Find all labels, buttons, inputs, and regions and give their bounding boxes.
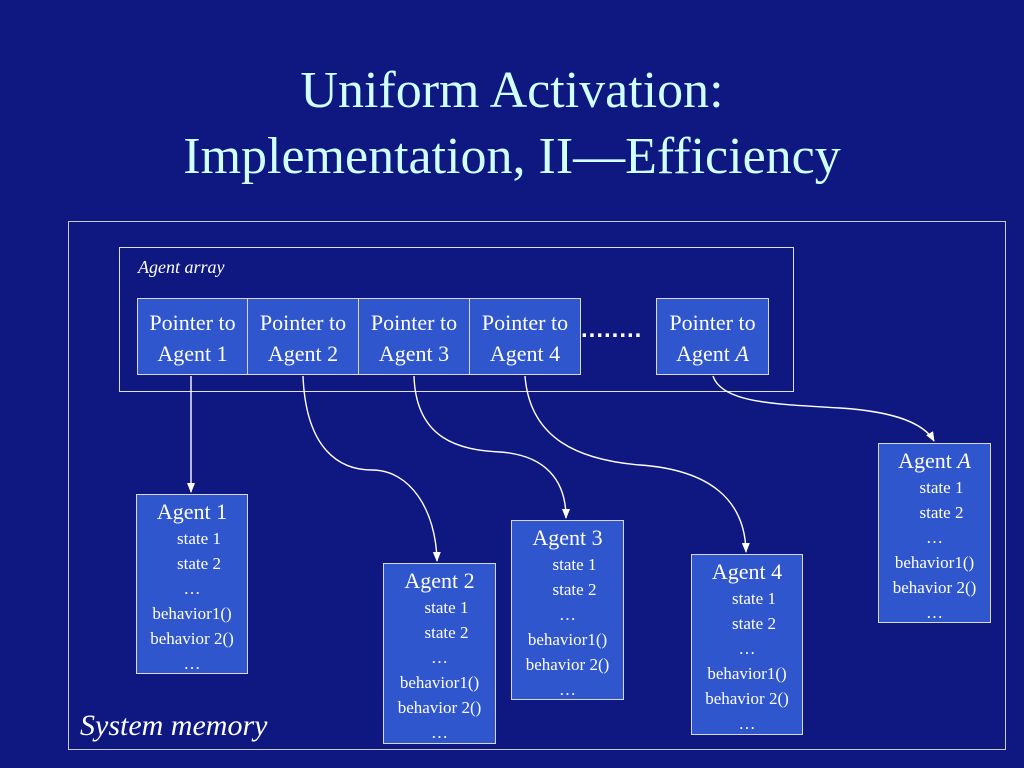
state-1: state 1: [424, 598, 469, 617]
agent-name: Agent 2: [404, 568, 475, 593]
ellipsis: …: [559, 680, 576, 699]
ellipsis: …: [183, 654, 201, 673]
pointer-target-text: Agent: [676, 341, 736, 366]
pointer-target-italic: A: [735, 341, 749, 366]
agent-2-box: Agent 2 state 1 state 2 … behavior1() be…: [383, 563, 496, 744]
agent-3-box: Agent 3 state 1 state 2 … behavior1() be…: [511, 520, 624, 700]
pointer-label: Pointer to: [370, 310, 458, 335]
agent-array-label: Agent array: [138, 257, 225, 277]
pointer-target: Agent 3: [378, 341, 450, 366]
agent-name: Agent 4: [711, 559, 783, 584]
behavior-1: behavior1(): [894, 553, 975, 572]
behavior-2: behavior 2(): [892, 578, 977, 597]
behavior-1: behavior1(): [527, 630, 608, 649]
pointer-target: Agent 2: [267, 341, 339, 366]
behavior-2: behavior 2(): [525, 655, 610, 674]
pointer-target: Agent 4: [489, 341, 561, 366]
pointer-label: Pointer to: [259, 310, 347, 335]
system-memory-box: [68, 221, 1006, 750]
ellipsis: …: [926, 528, 943, 547]
pointer-agent-1: Pointer to Agent 1: [137, 298, 248, 375]
behavior-2: behavior 2(): [397, 698, 482, 717]
agent-name: Agent 1: [156, 499, 228, 524]
agent-name: Agent 3: [532, 525, 603, 550]
state-2: state 2: [177, 554, 221, 573]
pointer-agent-3: Pointer to Agent 3: [358, 298, 470, 375]
agent-a-box: Agent A state 1 state 2 … behavior1() be…: [878, 443, 991, 623]
ellipsis: …: [738, 639, 756, 658]
slide-title: Uniform Activation: Implementation, II—E…: [0, 58, 1024, 190]
state-1: state 1: [919, 478, 964, 497]
agent-4-box: Agent 4 state 1 state 2 … behavior1() be…: [691, 554, 803, 735]
behavior-2: behavior 2(): [150, 629, 234, 648]
pointer-target: Agent A: [657, 338, 768, 369]
behavior-1: behavior1(): [152, 604, 232, 623]
state-2: state 2: [732, 614, 776, 633]
pointer-label: Pointer to: [669, 310, 756, 335]
pointer-agent-4: Pointer to Agent 4: [469, 298, 581, 375]
agent-name: Agent A: [879, 447, 990, 475]
ellipsis: …: [738, 714, 756, 733]
pointer-label: Pointer to: [149, 310, 236, 335]
ellipsis: …: [431, 648, 448, 667]
system-memory-label: System memory: [80, 709, 268, 742]
behavior-1: behavior1(): [707, 664, 787, 683]
pointer-agent-a: Pointer to Agent A: [656, 298, 769, 375]
ellipsis: …: [926, 603, 943, 622]
ellipsis: …: [431, 723, 448, 742]
state-1: state 1: [552, 555, 597, 574]
ellipsis: …: [183, 579, 201, 598]
title-line-1: Uniform Activation:: [300, 62, 724, 119]
ellipsis: …: [559, 605, 576, 624]
state-2: state 2: [919, 503, 964, 522]
pointer-agent-2: Pointer to Agent 2: [247, 298, 359, 375]
state-2: state 2: [424, 623, 469, 642]
behavior-1: behavior1(): [399, 673, 480, 692]
agent-name-text: Agent: [898, 448, 958, 473]
agent-name-italic: A: [957, 448, 971, 473]
agent-1-box: Agent 1 state 1 state 2 … behavior1() be…: [136, 494, 248, 674]
array-ellipsis: ........: [581, 316, 643, 343]
state-2: state 2: [552, 580, 597, 599]
behavior-2: behavior 2(): [705, 689, 789, 708]
state-1: state 1: [177, 529, 221, 548]
state-1: state 1: [732, 589, 776, 608]
pointer-target: Agent 1: [157, 341, 228, 366]
pointer-label: Pointer to: [481, 310, 569, 335]
title-line-2: Implementation, II—Efficiency: [183, 128, 841, 185]
